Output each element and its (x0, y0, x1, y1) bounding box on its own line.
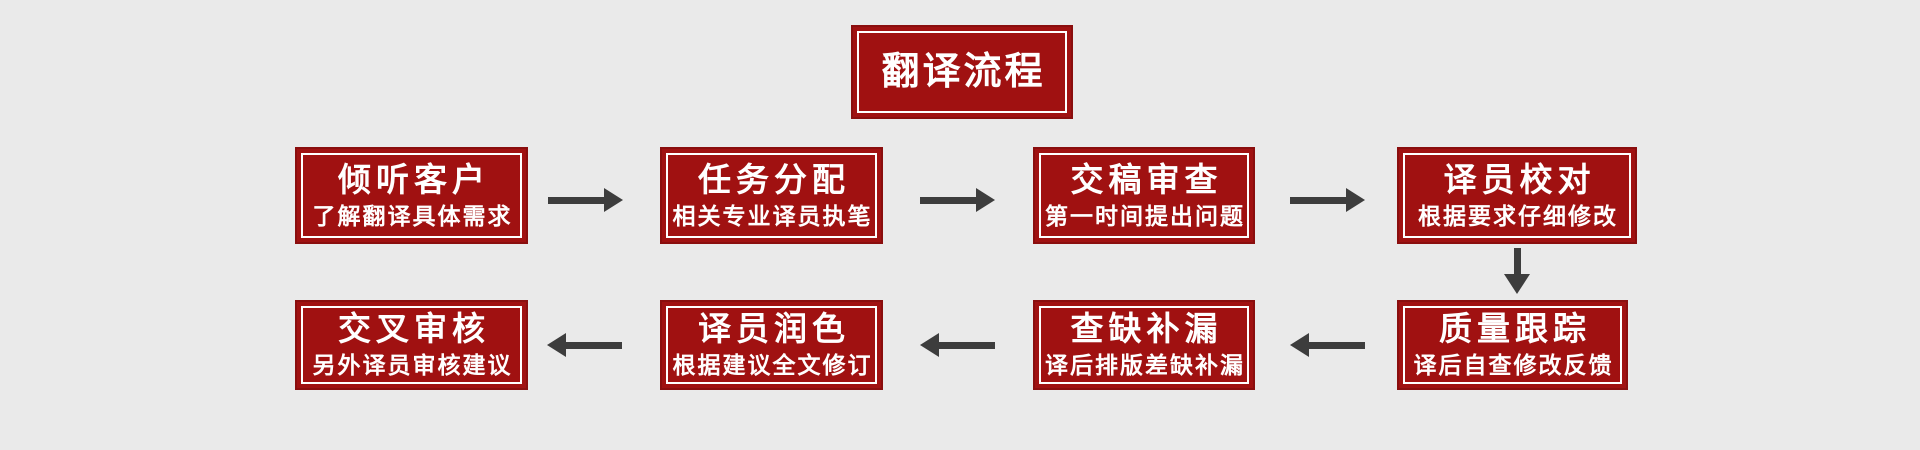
step-box-cross-review: 交叉审核 另外译员审核建议 (295, 300, 528, 390)
flowchart-title: 翻译流程 (881, 51, 1046, 93)
step-box-inner: 质量跟踪 译后自查修改反馈 (1403, 306, 1622, 384)
arrow-head (1346, 188, 1365, 212)
step-box-inner: 交稿审查 第一时间提出问题 (1039, 153, 1249, 238)
flowchart-title-box-inner: 翻译流程 (857, 31, 1067, 113)
step-box-listen-to-customer: 倾听客户 了解翻译具体需求 (295, 147, 528, 244)
step-title: 交叉审核 (338, 310, 490, 348)
step-title: 任务分配 (698, 160, 850, 198)
flowchart-title-box: 翻译流程 (851, 25, 1073, 119)
step-box-inner: 任务分配 相关专业译员执笔 (666, 153, 877, 238)
arrow-shaft (1513, 248, 1521, 274)
step-title: 译员润色 (698, 310, 850, 348)
step-subtitle: 译后排版差缺补漏 (1045, 352, 1245, 379)
step-box-inner: 倾听客户 了解翻译具体需求 (301, 153, 522, 238)
arrow-left-icon (1290, 333, 1365, 357)
step-title: 查缺补漏 (1070, 310, 1223, 348)
step-box-translator-proofreading: 译员校对 根据要求仔细修改 (1397, 147, 1637, 244)
step-subtitle: 相关专业译员执笔 (672, 202, 873, 229)
arrow-shaft (548, 196, 604, 204)
step-subtitle: 根据要求仔细修改 (1418, 202, 1618, 229)
step-box-inner: 译员润色 根据建议全文修订 (666, 306, 877, 384)
arrow-left-icon (547, 333, 622, 357)
step-subtitle: 第一时间提出问题 (1045, 202, 1245, 229)
arrow-right-icon (1290, 188, 1365, 212)
arrow-down-icon (1504, 248, 1530, 294)
arrow-head (604, 188, 623, 212)
step-box-translator-polishing: 译员润色 根据建议全文修订 (660, 300, 883, 390)
step-title: 译员校对 (1443, 160, 1596, 198)
step-box-draft-review: 交稿审查 第一时间提出问题 (1033, 147, 1255, 244)
step-subtitle: 根据建议全文修订 (672, 352, 873, 379)
step-box-inner: 查缺补漏 译后排版差缺补漏 (1039, 306, 1249, 384)
arrow-head (1504, 274, 1530, 294)
arrow-shaft (939, 341, 995, 349)
arrow-right-icon (920, 188, 995, 212)
step-title: 交稿审查 (1070, 160, 1223, 198)
arrow-shaft (566, 341, 622, 349)
step-box-inner: 译员校对 根据要求仔细修改 (1403, 153, 1631, 238)
step-box-task-assignment: 任务分配 相关专业译员执笔 (660, 147, 883, 244)
step-box-gap-filling: 查缺补漏 译后排版差缺补漏 (1033, 300, 1255, 390)
step-subtitle: 译后自查修改反馈 (1413, 352, 1614, 379)
step-title: 质量跟踪 (1439, 310, 1591, 348)
arrow-head (547, 333, 566, 357)
arrow-right-icon (548, 188, 623, 212)
arrow-shaft (1309, 341, 1365, 349)
step-box-quality-tracking: 质量跟踪 译后自查修改反馈 (1397, 300, 1628, 390)
arrow-head (976, 188, 995, 212)
arrow-left-icon (920, 333, 995, 357)
step-subtitle: 另外译员审核建议 (312, 352, 513, 379)
step-title: 倾听客户 (338, 160, 490, 198)
arrow-shaft (920, 196, 976, 204)
arrow-head (920, 333, 939, 357)
step-subtitle: 了解翻译具体需求 (312, 202, 513, 229)
arrow-shaft (1290, 196, 1346, 204)
step-box-inner: 交叉审核 另外译员审核建议 (301, 306, 522, 384)
arrow-head (1290, 333, 1309, 357)
